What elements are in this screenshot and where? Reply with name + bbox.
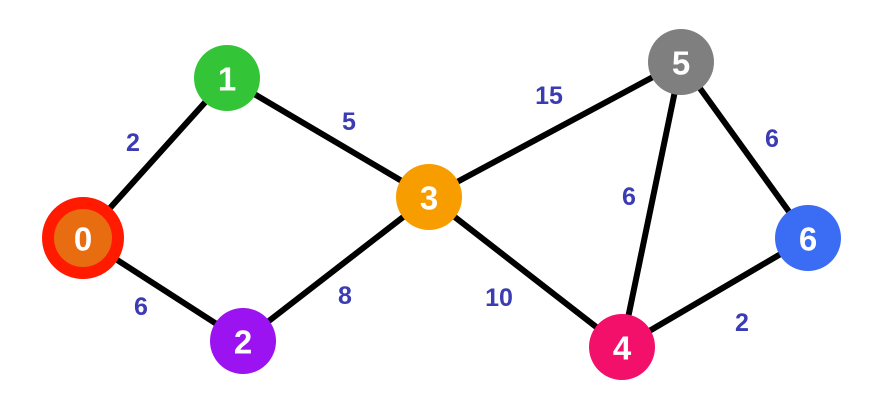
edge-1-3 xyxy=(224,75,432,200)
node-3-circle xyxy=(396,164,462,230)
node-4: 4 xyxy=(589,314,655,380)
edge-weight-2-3: 8 xyxy=(338,282,352,310)
node-2-circle xyxy=(210,308,276,374)
node-5-circle xyxy=(648,29,714,95)
edge-weight-5-6: 6 xyxy=(765,125,779,153)
edge-4-6 xyxy=(619,235,811,350)
edge-weight-3-4: 10 xyxy=(485,284,513,312)
node-3-label: 3 xyxy=(420,180,438,217)
node-1: 1 xyxy=(194,45,260,111)
node-6-circle xyxy=(775,205,841,271)
edge-weight-3-5: 15 xyxy=(535,82,563,110)
node-2-label: 2 xyxy=(234,324,252,361)
edge-weight-4-6: 2 xyxy=(735,309,749,337)
node-5-label: 5 xyxy=(672,45,690,82)
edge-weight-1-3: 5 xyxy=(342,108,356,136)
node-6-label: 6 xyxy=(799,221,817,258)
node-2: 2 xyxy=(210,308,276,374)
node-3: 3 xyxy=(396,164,462,230)
node-4-circle xyxy=(589,314,655,380)
node-4-label: 4 xyxy=(613,330,632,367)
node-0-circle xyxy=(50,205,116,271)
node-1-circle xyxy=(194,45,260,111)
node-5: 5 xyxy=(648,29,714,95)
edge-weight-4-5: 6 xyxy=(622,183,636,211)
edge-weights-layer: 2 6 5 8 15 10 6 6 2 xyxy=(126,82,779,337)
edge-4-5 xyxy=(619,59,684,350)
node-0-label: 0 xyxy=(74,221,92,258)
nodes-layer: 0 1 2 3 4 5 6 xyxy=(42,29,841,380)
node-0: 0 xyxy=(42,197,124,279)
edge-3-4 xyxy=(426,194,625,350)
edge-weight-0-2: 6 xyxy=(134,293,148,321)
start-node-ring xyxy=(42,197,124,279)
edge-2-3 xyxy=(240,194,432,344)
node-1-label: 1 xyxy=(218,61,236,98)
node-6: 6 xyxy=(775,205,841,271)
edge-5-6 xyxy=(678,59,811,241)
edge-weight-0-1: 2 xyxy=(126,129,140,157)
edge-3-5 xyxy=(426,59,684,200)
